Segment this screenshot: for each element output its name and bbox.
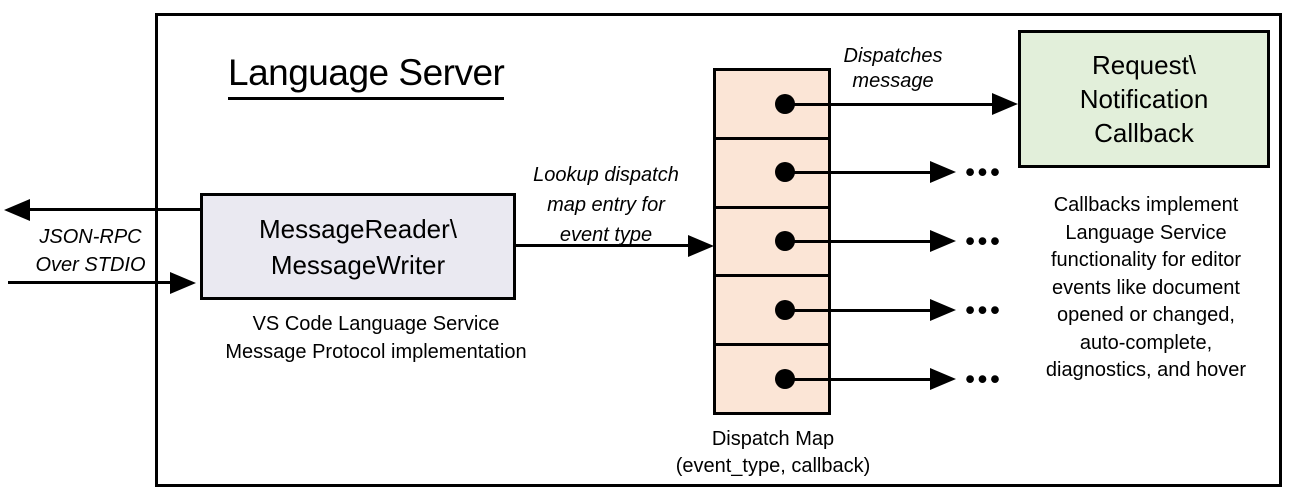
jsonrpc-out-arrowhead-icon — [4, 199, 30, 221]
lookup-label: Lookup dispatch map entry for event type — [506, 160, 706, 250]
dispatch-map-caption-line1: Dispatch Map — [711, 428, 835, 450]
callbacks-note-line: Language Service — [1065, 221, 1227, 244]
callbacks-note-line: functionality for editor — [1050, 249, 1242, 271]
callbacks-note-line: auto-complete, — [1079, 331, 1213, 354]
dispatch-cell — [716, 209, 828, 278]
message-box-line1: MessageReader\ — [259, 213, 457, 244]
jsonrpc-label-line1: JSON-RPC — [39, 226, 142, 248]
lookup-arrow-line — [516, 244, 690, 247]
jsonrpc-label: JSON-RPC Over STDIO — [18, 223, 163, 279]
dispatch-arrow-line-4 — [785, 309, 932, 312]
jsonrpc-in-arrow-line — [8, 281, 172, 284]
ellipsis-icon: ••• — [965, 226, 1003, 256]
callback-box-line2: Notification — [1079, 84, 1209, 114]
message-box-caption: VS Code Language Service Message Protoco… — [200, 310, 552, 366]
dispatch-arrow-line-5 — [785, 378, 932, 381]
dispatches-label: Dispatches message — [810, 44, 976, 94]
dispatch-map-caption-line2: (event_type, callback) — [675, 455, 871, 477]
callbacks-note-line: events like document — [1052, 276, 1240, 299]
dispatch-arrowhead-icon-1 — [992, 93, 1018, 115]
callback-box-line3: Callback — [1094, 118, 1194, 148]
dispatch-cell — [716, 277, 828, 347]
callbacks-note-line: Callbacks implement — [1053, 194, 1239, 216]
dispatch-arrow-line-3 — [785, 240, 932, 243]
dispatch-arrowhead-icon-5 — [930, 368, 956, 390]
dispatch-arrow-line-1 — [785, 103, 994, 106]
ellipsis-icon: ••• — [965, 295, 1003, 325]
jsonrpc-out-arrow-line — [28, 208, 200, 211]
callbacks-note-line: opened or changed, — [1057, 304, 1235, 326]
message-reader-writer-box: MessageReader\ MessageWriter — [200, 193, 516, 300]
callbacks-note: Callbacks implement Language Service fun… — [1012, 192, 1280, 385]
dispatch-arrowhead-icon-3 — [930, 230, 956, 252]
jsonrpc-label-line2: Over STDIO — [35, 254, 146, 276]
ellipsis-icon: ••• — [965, 157, 1003, 187]
message-box-line2: MessageWriter — [270, 249, 446, 280]
lookup-label-line1: Lookup dispatch — [533, 164, 679, 186]
lookup-label-line2: map entry for — [547, 194, 665, 216]
message-box-caption-line2: Message Protocol implementation — [225, 341, 527, 363]
jsonrpc-in-arrowhead-icon — [170, 272, 196, 294]
message-box-caption-line1: VS Code Language Service — [252, 313, 500, 335]
dispatch-arrowhead-icon-4 — [930, 299, 956, 321]
dispatch-arrowhead-icon-2 — [930, 161, 956, 183]
lookup-label-line3: event type — [559, 224, 653, 246]
dispatches-label-line2: message — [852, 70, 934, 92]
dispatch-arrow-line-2 — [785, 171, 932, 174]
lookup-arrowhead-icon — [688, 235, 714, 257]
ellipsis-icon: ••• — [965, 364, 1003, 394]
dispatch-cell — [716, 140, 828, 209]
dispatch-map-caption: Dispatch Map (event_type, callback) — [653, 426, 893, 480]
dispatch-cell — [716, 71, 828, 140]
dispatches-label-line1: Dispatches — [843, 45, 943, 67]
callbacks-note-line: diagnostics, and hover — [1045, 359, 1247, 381]
callback-box-line1: Request\ — [1091, 50, 1197, 80]
callback-box: Request\ Notification Callback — [1018, 30, 1270, 168]
diagram-title: Language Server — [228, 52, 505, 100]
